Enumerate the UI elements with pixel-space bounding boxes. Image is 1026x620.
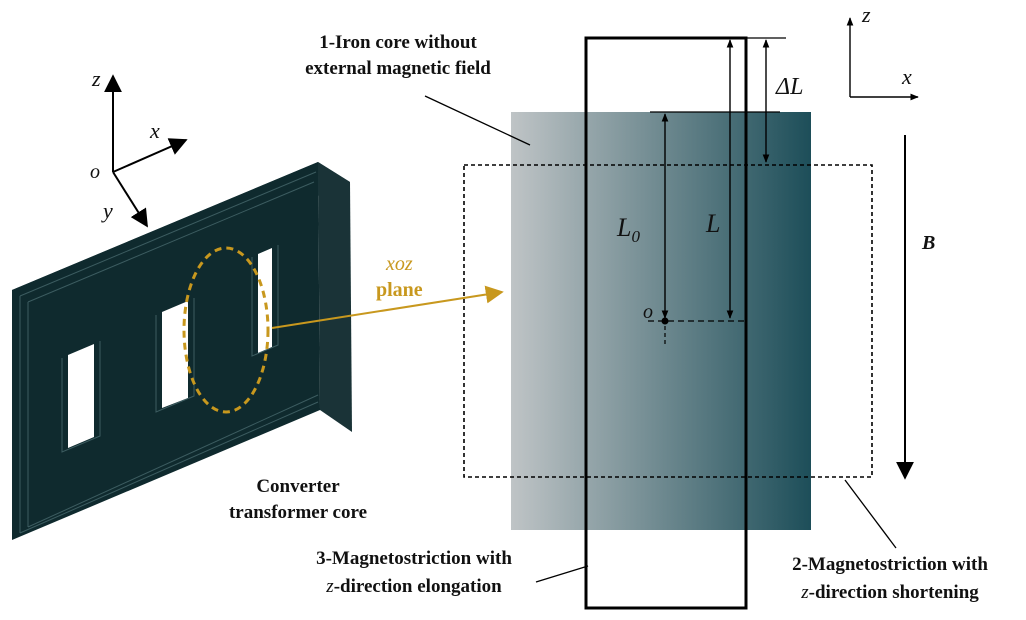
label-1-line1: 1-Iron core without [319,32,477,53]
core-caption-line1: Converter [256,476,340,497]
right-axes: z x [846,2,919,101]
dimension-lines [648,37,786,346]
label-3-line2-italic: z [325,576,334,597]
right-z-label: z [861,2,871,27]
core-laminations [19,171,319,534]
l0-label: L0 [616,213,640,246]
magnetic-field-label: B [921,232,935,254]
left-origin-label: o [90,161,100,183]
delta-l-label: ΔL [775,74,803,100]
l-label: L [705,209,720,238]
left-z-label: z [91,66,101,91]
center-origin-label: o [643,301,653,323]
center-point [661,317,669,325]
label-2-line2: z-direction shortening [800,582,979,603]
plane-label-xoz: xoz [385,253,413,275]
label-1-line2: external magnetic field [305,58,491,79]
core-window-left [68,344,94,448]
l0-label-main: L [616,213,631,242]
label-2-line2-italic: z [800,582,809,603]
transformer-core-illustration [12,162,352,540]
elongated-core-rect [584,36,748,610]
core-right-face [318,162,352,432]
plane-label-plane: plane [376,279,423,301]
label-2-line2-rest: -direction shortening [809,582,980,603]
xoz-plane-ellipse [182,246,270,414]
label-1-leader [424,95,531,146]
left-x-axis [112,138,188,173]
left-y-axis [112,171,148,228]
label-3-line2: z-direction elongation [325,576,502,597]
left-x-label: x [149,118,160,143]
label-2-line1: 2-Magnetostriction with [792,554,988,575]
l0-label-sub: 0 [631,227,640,246]
core-window-right [258,248,272,353]
label-3-line1: 3-Magnetostriction with [316,548,512,569]
left-y-label: y [101,198,113,223]
label-3-leader [535,565,589,583]
label-3-line2-rest: -direction elongation [334,576,502,597]
right-x-label: x [901,64,912,89]
plane-arrow [271,285,504,329]
core-caption-line2: transformer core [229,502,367,523]
left-axes: z x y o [90,66,188,228]
core-window-middle [162,301,188,408]
label-2-leader [844,479,897,549]
